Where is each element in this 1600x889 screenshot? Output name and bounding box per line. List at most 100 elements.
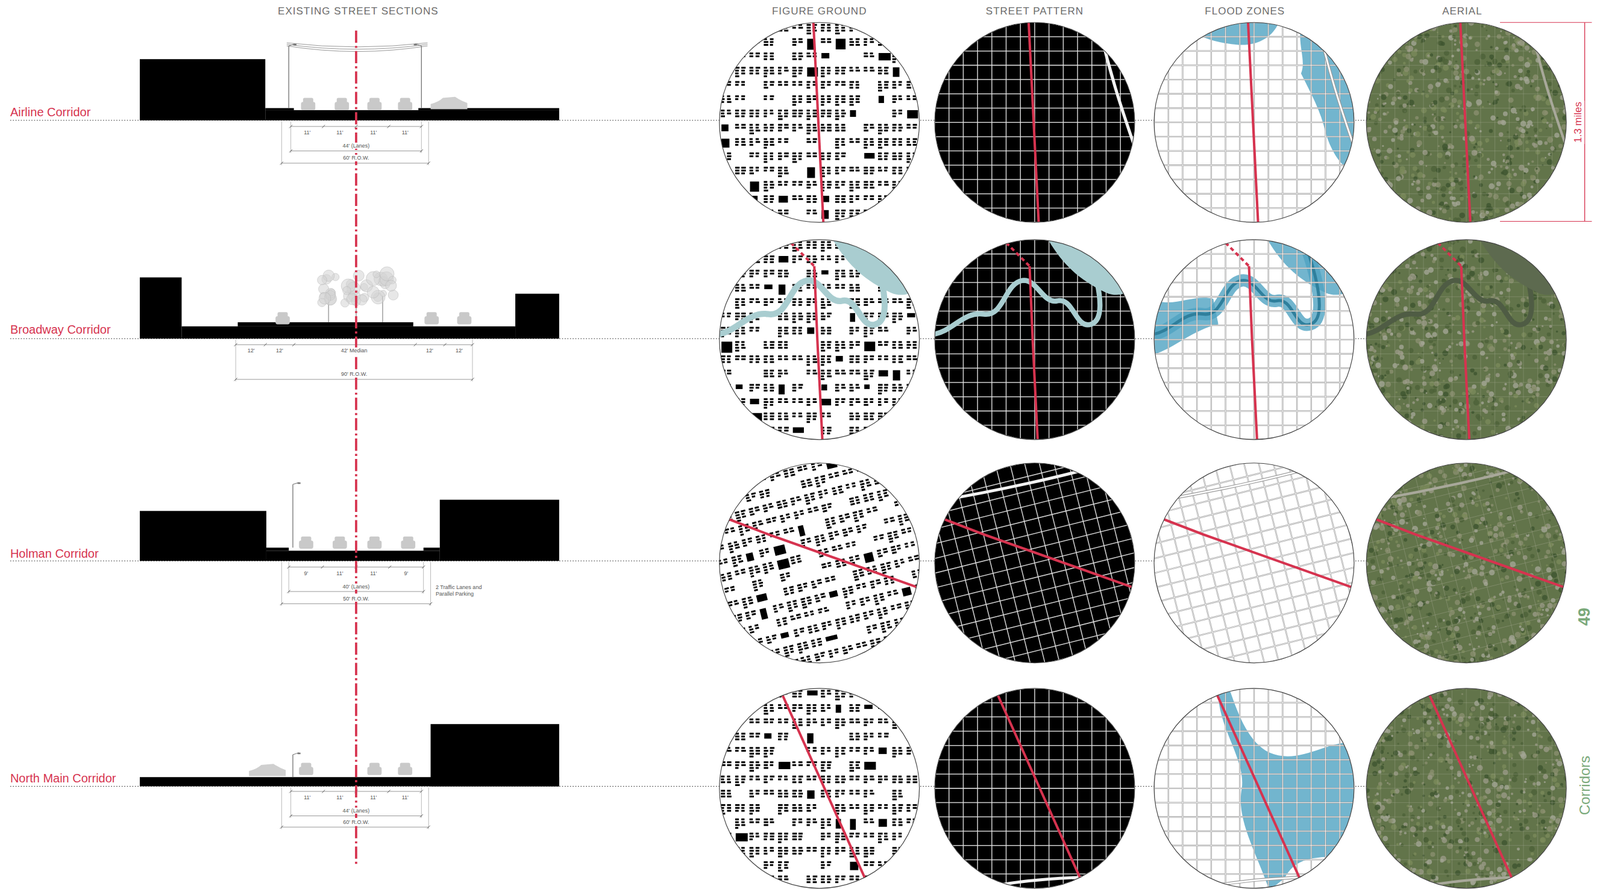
building-footprint [770, 158, 774, 161]
building-footprint [749, 126, 754, 129]
aerial-texture [1368, 194, 1375, 200]
building-footprint [712, 224, 716, 226]
building-footprint [763, 215, 768, 217]
building-footprint [826, 112, 832, 115]
aerial-texture [1530, 79, 1535, 84]
building-footprint [869, 215, 875, 217]
building-footprint [855, 101, 860, 104]
aerial-texture [1510, 154, 1514, 158]
building-footprint [878, 27, 883, 29]
building-footprint [792, 115, 797, 118]
building-footprint [706, 132, 712, 135]
building-footprint [763, 129, 768, 132]
building-footprint [820, 95, 824, 98]
aerial-texture [1425, 185, 1431, 190]
building-footprint [926, 55, 932, 58]
building-footprint [778, 72, 782, 75]
aerial-texture [1390, 25, 1395, 30]
building-footprint [826, 169, 831, 172]
building-footprint [884, 15, 888, 18]
building-footprint [726, 52, 731, 55]
building-footprint [898, 186, 903, 189]
building-footprint [912, 37, 917, 40]
building-footprint [898, 224, 903, 226]
aerial-texture [1452, 70, 1459, 76]
building-footprint [812, 126, 817, 129]
building-footprint [792, 124, 797, 126]
aerial-texture [1413, 69, 1419, 75]
building-footprint [920, 58, 926, 61]
building-footprint [706, 226, 712, 229]
aerial-texture [1365, 141, 1368, 143]
building-footprint [755, 138, 759, 140]
lamp [297, 753, 301, 756]
building-footprint [826, 115, 832, 118]
building-footprint [920, 72, 925, 75]
building-footprint [912, 166, 917, 169]
aerial-texture [1389, 211, 1396, 218]
dimension-tick [280, 602, 284, 606]
building-footprint [806, 229, 812, 232]
aerial-texture [1439, 125, 1445, 131]
building-footprint [712, 152, 717, 155]
aerial-texture [1563, 187, 1566, 190]
building-footprint [849, 166, 854, 169]
building-footprint [726, 72, 732, 75]
building-footprint [892, 95, 897, 98]
building-footprint [806, 98, 812, 101]
building-footprint [726, 69, 731, 72]
car [301, 763, 312, 770]
building-footprint [726, 152, 731, 155]
building-footprint [920, 155, 925, 158]
building-footprint [892, 60, 896, 63]
building-footprint [735, 169, 740, 172]
aerial-texture [1419, 125, 1422, 128]
building-footprint [770, 186, 774, 189]
aerial-texture [1451, 95, 1454, 98]
aerial-texture [1481, 191, 1487, 196]
aerial-texture [1428, 133, 1432, 137]
aerial-texture [1523, 168, 1529, 174]
building-footprint [841, 72, 845, 75]
building-footprint [826, 66, 831, 69]
building-footprint [706, 69, 712, 72]
aerial-texture [1462, 33, 1469, 39]
building-footprint [841, 83, 846, 86]
car [403, 536, 414, 543]
building-footprint [706, 198, 711, 201]
building-footprint [763, 72, 768, 75]
aerial-texture [1404, 21, 1407, 25]
building-footprint [863, 218, 868, 220]
building-footprint [835, 38, 846, 50]
street [948, 0, 950, 255]
building-footprint [820, 83, 825, 86]
building-footprint [763, 141, 768, 143]
building-footprint [712, 181, 718, 184]
aerial-texture [1559, 19, 1563, 23]
building-footprint [712, 155, 717, 158]
building-footprint [798, 152, 803, 155]
tree [367, 286, 380, 299]
building-footprint [841, 27, 845, 29]
building-footprint [784, 212, 789, 215]
building-footprint [798, 83, 803, 86]
building-footprint [763, 181, 768, 184]
aerial-texture [1374, 205, 1380, 211]
building-footprint [770, 43, 774, 46]
aerial-texture [1459, 196, 1464, 201]
aerial-texture [1502, 153, 1506, 157]
building-footprint [741, 40, 745, 43]
building-footprint [706, 109, 710, 112]
building-footprint [792, 66, 797, 69]
building-footprint [806, 86, 811, 89]
building-footprint [892, 83, 897, 86]
aerial-texture [1450, 181, 1456, 187]
building-footprint [826, 172, 831, 175]
building-footprint [749, 66, 754, 69]
building-footprint [878, 29, 882, 32]
building-footprint [855, 95, 860, 98]
building-footprint [849, 29, 854, 32]
building-footprint [720, 224, 725, 226]
building-footprint [906, 24, 910, 26]
aerial-texture [1559, 180, 1563, 184]
